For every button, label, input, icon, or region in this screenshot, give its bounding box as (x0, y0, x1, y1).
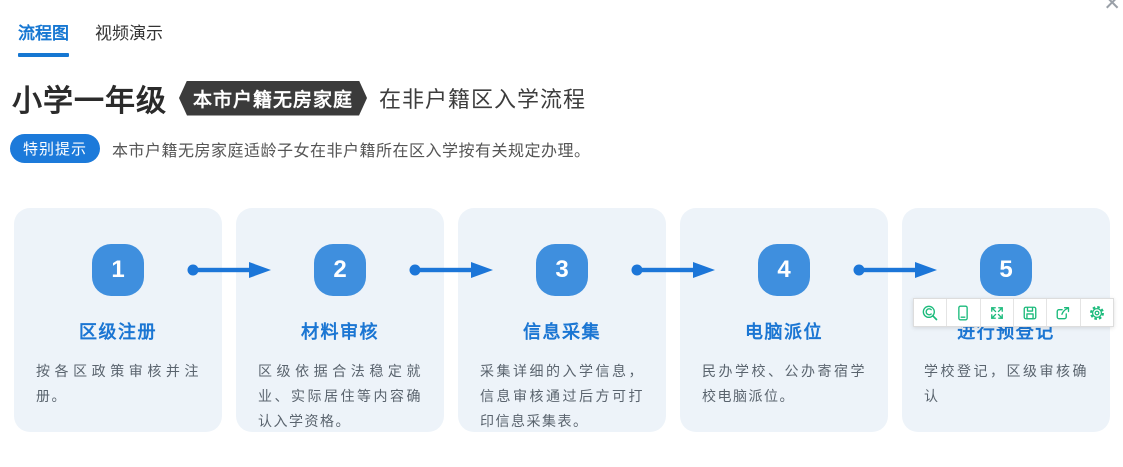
step-number: 2 (333, 256, 347, 283)
step-card: 2 材料审核 区级依据合法稳定就业、实际居住等内容确认入学资格。 (236, 208, 493, 432)
mobile-preview-button[interactable] (947, 299, 981, 326)
zoom-search-icon (922, 305, 938, 320)
step-description: 按各区政策审核并注册。 (36, 363, 200, 404)
step-number: 4 (777, 256, 791, 283)
share-icon (1057, 306, 1070, 319)
title-suffix: 在非户籍区入学流程 (379, 87, 587, 112)
flow-arrow-icon (187, 262, 271, 278)
fullscreen-button[interactable] (980, 299, 1014, 326)
step-title: 进行预登记 (957, 322, 1055, 342)
title-badge: 本市户籍无房家庭 (179, 81, 367, 116)
tip-badge: 特别提示 (10, 134, 101, 163)
flow-arrow-icon (409, 262, 493, 278)
capture-toolbar (913, 298, 1114, 327)
settings-icon (1089, 305, 1104, 320)
tab-flowchart[interactable]: 流程图 (18, 19, 69, 57)
flow-arrow-icon (853, 262, 937, 278)
step-number-badge: 4 (758, 244, 810, 296)
step-description: 区级依据合法稳定就业、实际居住等内容确认入学资格。 (258, 363, 422, 429)
fullscreen-icon (990, 306, 1003, 319)
step-title: 材料审核 (301, 322, 379, 342)
step-number: 3 (555, 256, 569, 283)
tab-bar: 流程图 视频演示 (18, 19, 163, 57)
page-title: 小学一年级 本市户籍无房家庭 在非户籍区入学流程 (12, 76, 1103, 120)
flow-arrow-icon (631, 262, 715, 278)
step-title: 区级注册 (79, 322, 157, 342)
save-icon (1023, 306, 1037, 319)
step-title: 信息采集 (523, 322, 601, 342)
step-description: 民办学校、公办寄宿学校电脑派位。 (702, 363, 866, 404)
step-title: 电脑派位 (745, 322, 823, 342)
share-button[interactable] (1047, 299, 1081, 326)
step-description: 学校登记，区级审核确认 (924, 363, 1088, 404)
step-number-badge: 1 (92, 244, 144, 296)
zoom-search-button[interactable] (914, 299, 948, 326)
step-card: 3 信息采集 采集详细的入学信息，信息审核通过后方可打印信息采集表。 (458, 208, 715, 432)
step-description: 采集详细的入学信息，信息审核通过后方可打印信息采集表。 (480, 363, 644, 429)
title-prefix: 小学一年级 (12, 85, 167, 118)
save-button[interactable] (1013, 299, 1048, 326)
step-number-badge: 5 (980, 244, 1032, 296)
step-number: 5 (999, 256, 1013, 283)
tip-text: 本市户籍无房家庭适龄子女在非户籍所在区入学按有关规定办理。 (112, 142, 591, 160)
tip-row: 特别提示 本市户籍无房家庭适龄子女在非户籍所在区入学按有关规定办理。 (10, 134, 591, 163)
steps-row: 1 区级注册 按各区政策审核并注册。 2 材料审核 区级依据合法稳定就业、实际居… (14, 208, 1110, 432)
tab-video-demo[interactable]: 视频演示 (95, 24, 163, 43)
step-card: 1 区级注册 按各区政策审核并注册。 (14, 208, 271, 432)
step-number: 1 (111, 256, 125, 283)
mobile-preview-icon (958, 304, 969, 321)
settings-button[interactable] (1080, 299, 1113, 326)
step-number-badge: 3 (536, 244, 588, 296)
close-icon[interactable]: ✕ (1103, 0, 1121, 15)
step-number-badge: 2 (314, 244, 366, 296)
step-card: 4 电脑派位 民办学校、公办寄宿学校电脑派位。 (680, 208, 937, 432)
